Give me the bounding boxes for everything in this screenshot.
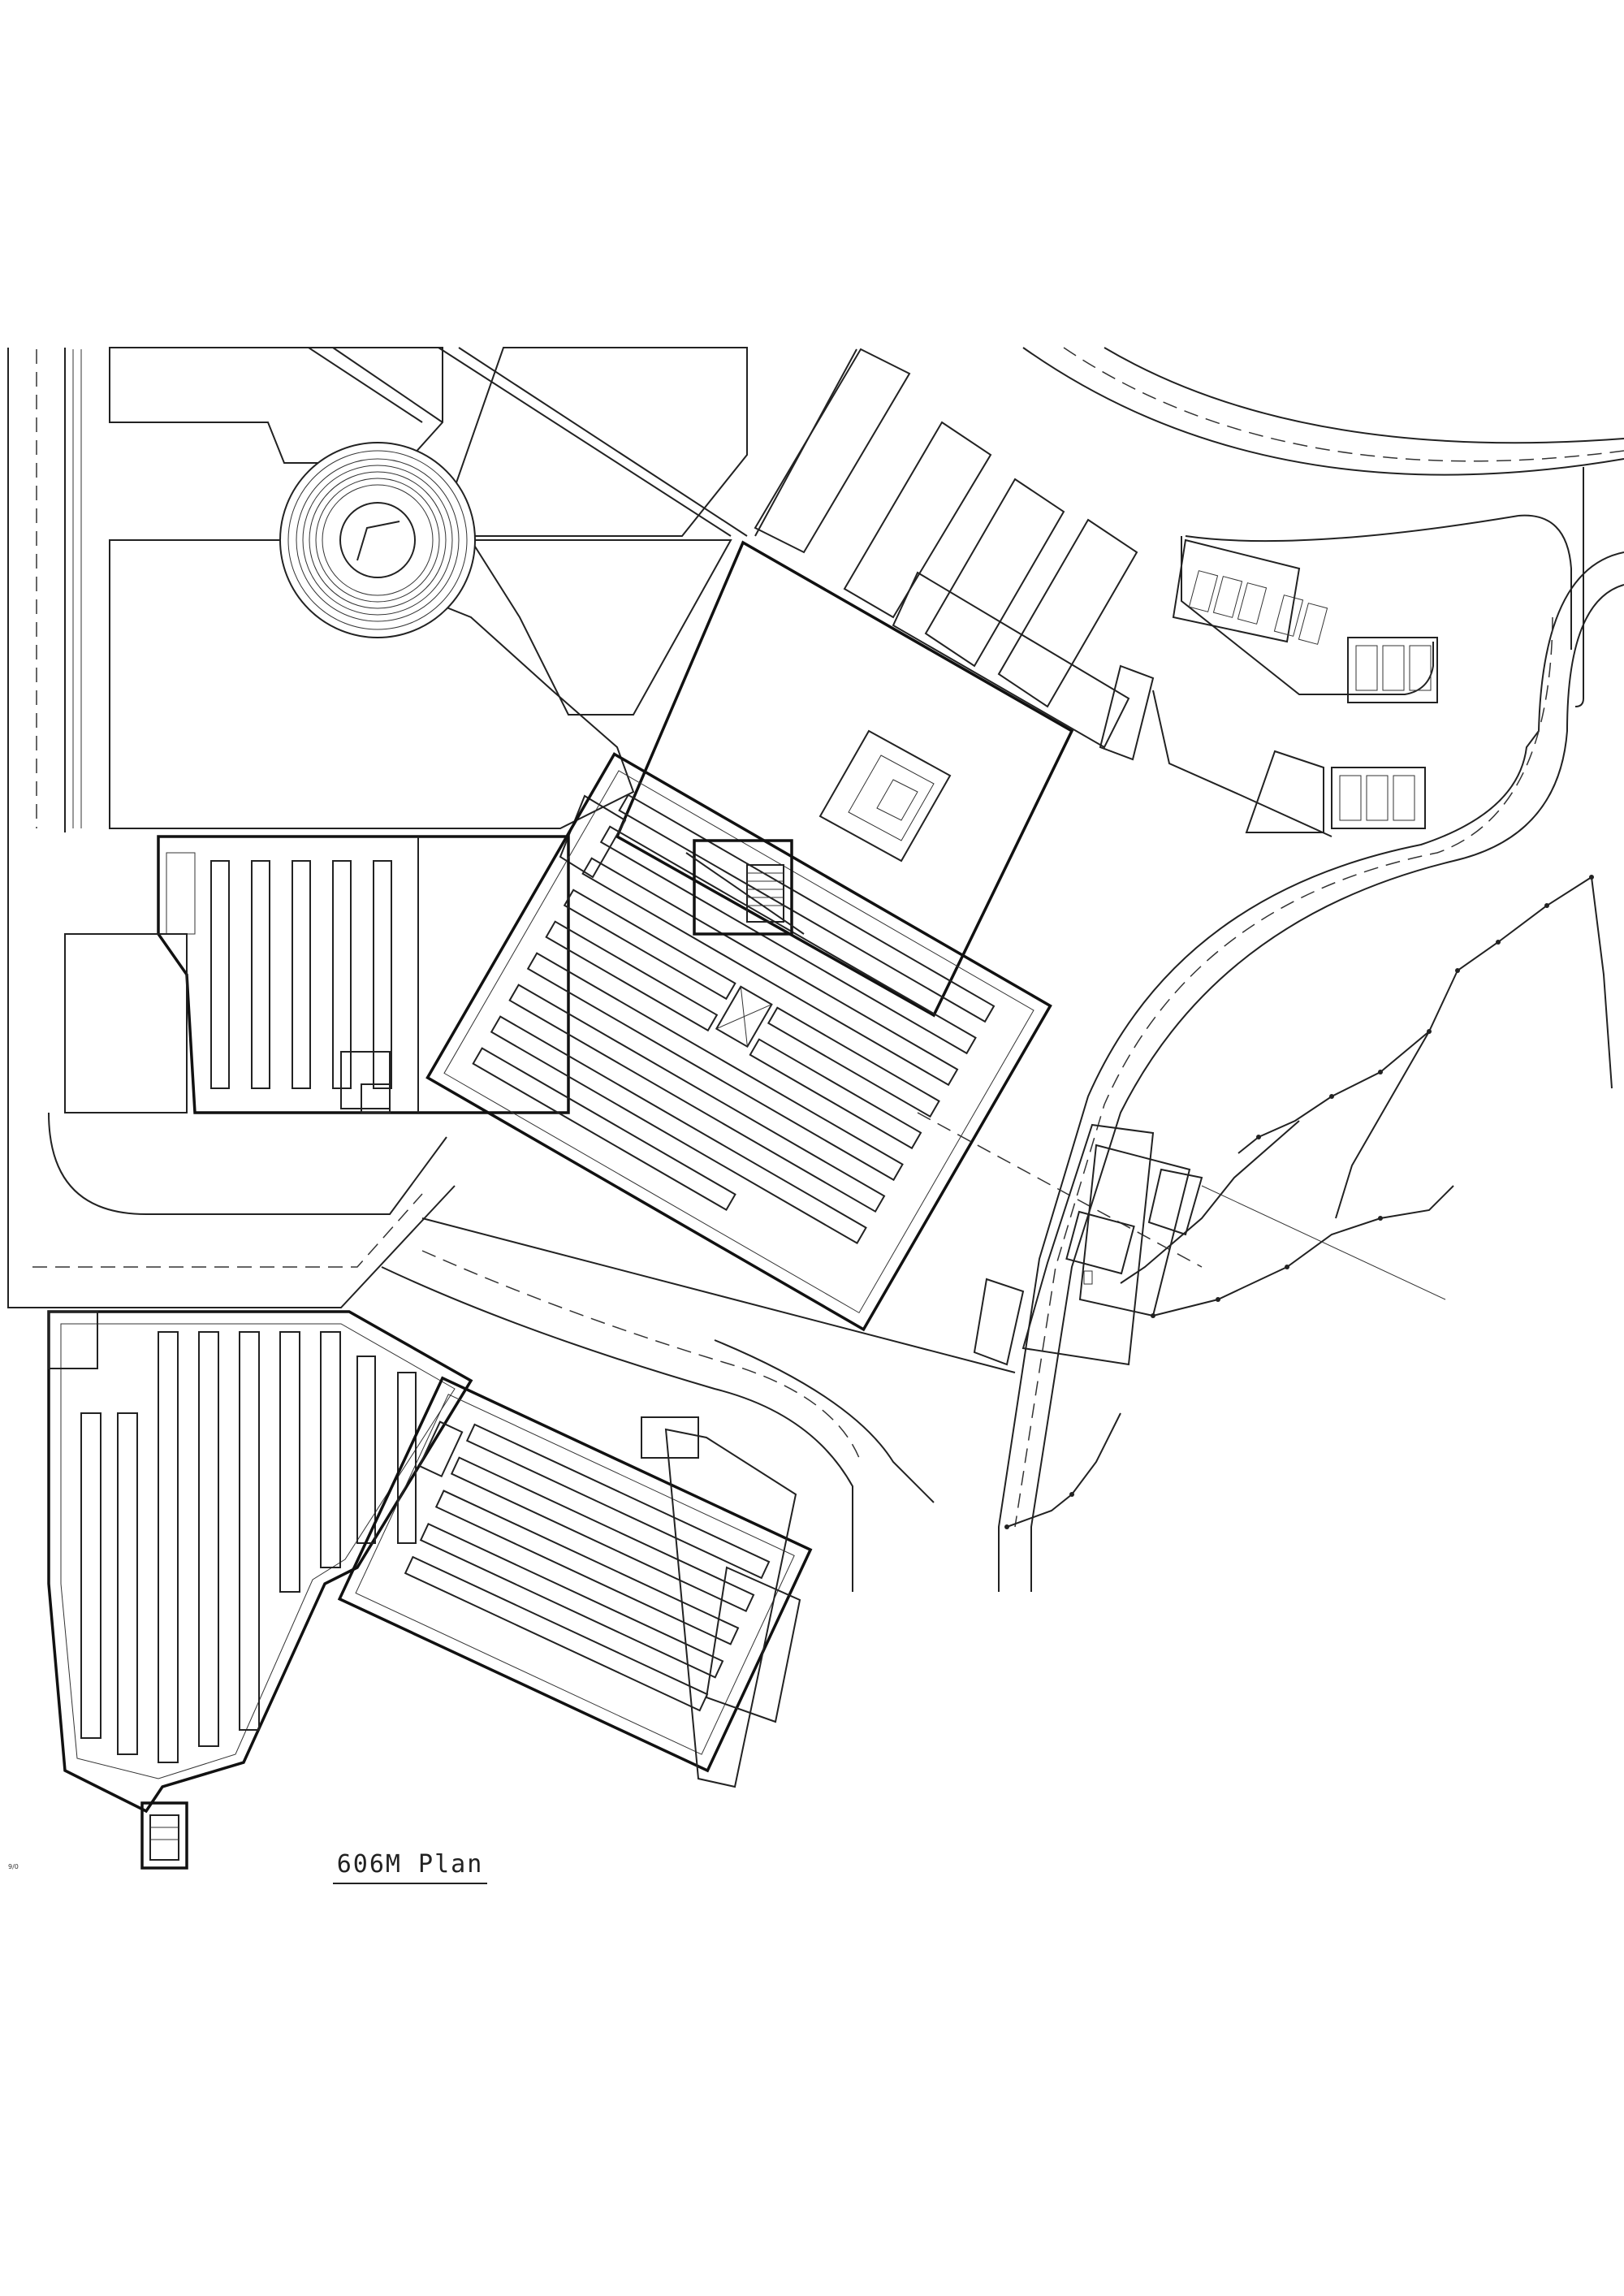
circular-fountain [279,442,476,638]
central-stair-core [685,839,805,936]
northeast-road [998,347,1624,1592]
stair-icon [746,864,784,923]
central-plaza [559,540,1074,1018]
north-landscape-strips [754,348,1138,749]
southwest-garage [47,1310,473,1870]
central-road [7,1112,1446,1592]
south-garage [337,1376,813,1773]
west-road [7,348,82,1308]
ne-parking [1099,538,1438,837]
plan-title: 606M Plan [336,1850,484,1879]
central-garage [425,752,1052,1332]
sheet-mark: 9/0 [8,1863,19,1870]
south-garage-edge [641,1416,801,1788]
north-plaza [109,347,748,829]
north-left-garage [64,835,570,1114]
spot-elevations [1004,875,1594,1529]
car-icon [1188,570,1328,645]
terrain-contour [1006,876,1613,1528]
plan-title-underline [333,1883,487,1884]
